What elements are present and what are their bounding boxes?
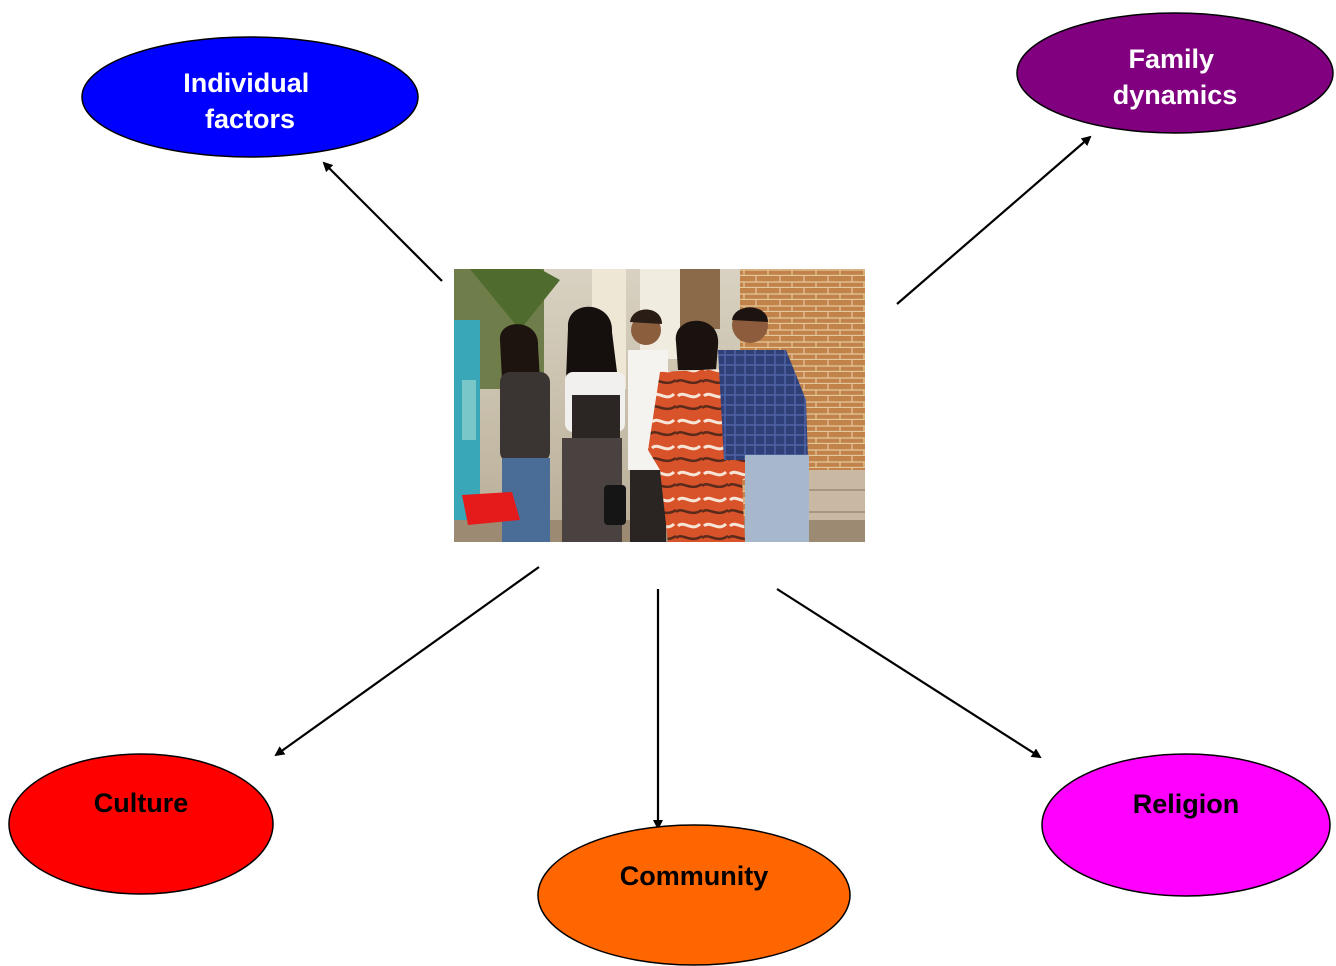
arrow-to-religion [776,588,1042,759]
arrow-to-culture [274,566,540,757]
node-family-dynamics: Family dynamics [1016,12,1334,134]
node-individual-factors-ellipse [81,36,419,158]
node-community-ellipse [537,824,851,966]
node-culture: Culture [8,753,274,895]
node-family-dynamics-label: Family dynamics [1113,44,1238,110]
node-religion-line-1: Religion [1133,789,1240,819]
node-individual-factors-line-2: factors [205,104,295,134]
node-community: Community [537,824,851,966]
arrow-to-individual-factors [322,161,443,282]
node-individual-factors: Individual factors [81,36,419,158]
node-individual-factors-label: Individual factors [183,68,317,134]
arrow-to-family-dynamics [896,135,1092,305]
node-religion-ellipse [1041,753,1331,897]
node-family-dynamics-ellipse [1016,12,1334,134]
node-culture-label: Culture [94,788,189,818]
family-photo [454,269,865,542]
node-community-line-1: Community [620,861,769,891]
node-religion: Religion [1041,753,1331,897]
node-culture-line-1: Culture [94,788,189,818]
node-community-label: Community [620,861,769,891]
node-individual-factors-line-1: Individual [183,68,309,98]
node-family-dynamics-line-2: dynamics [1113,80,1238,110]
node-religion-label: Religion [1133,789,1240,819]
node-family-dynamics-line-1: Family [1128,44,1214,74]
node-culture-ellipse [8,753,274,895]
